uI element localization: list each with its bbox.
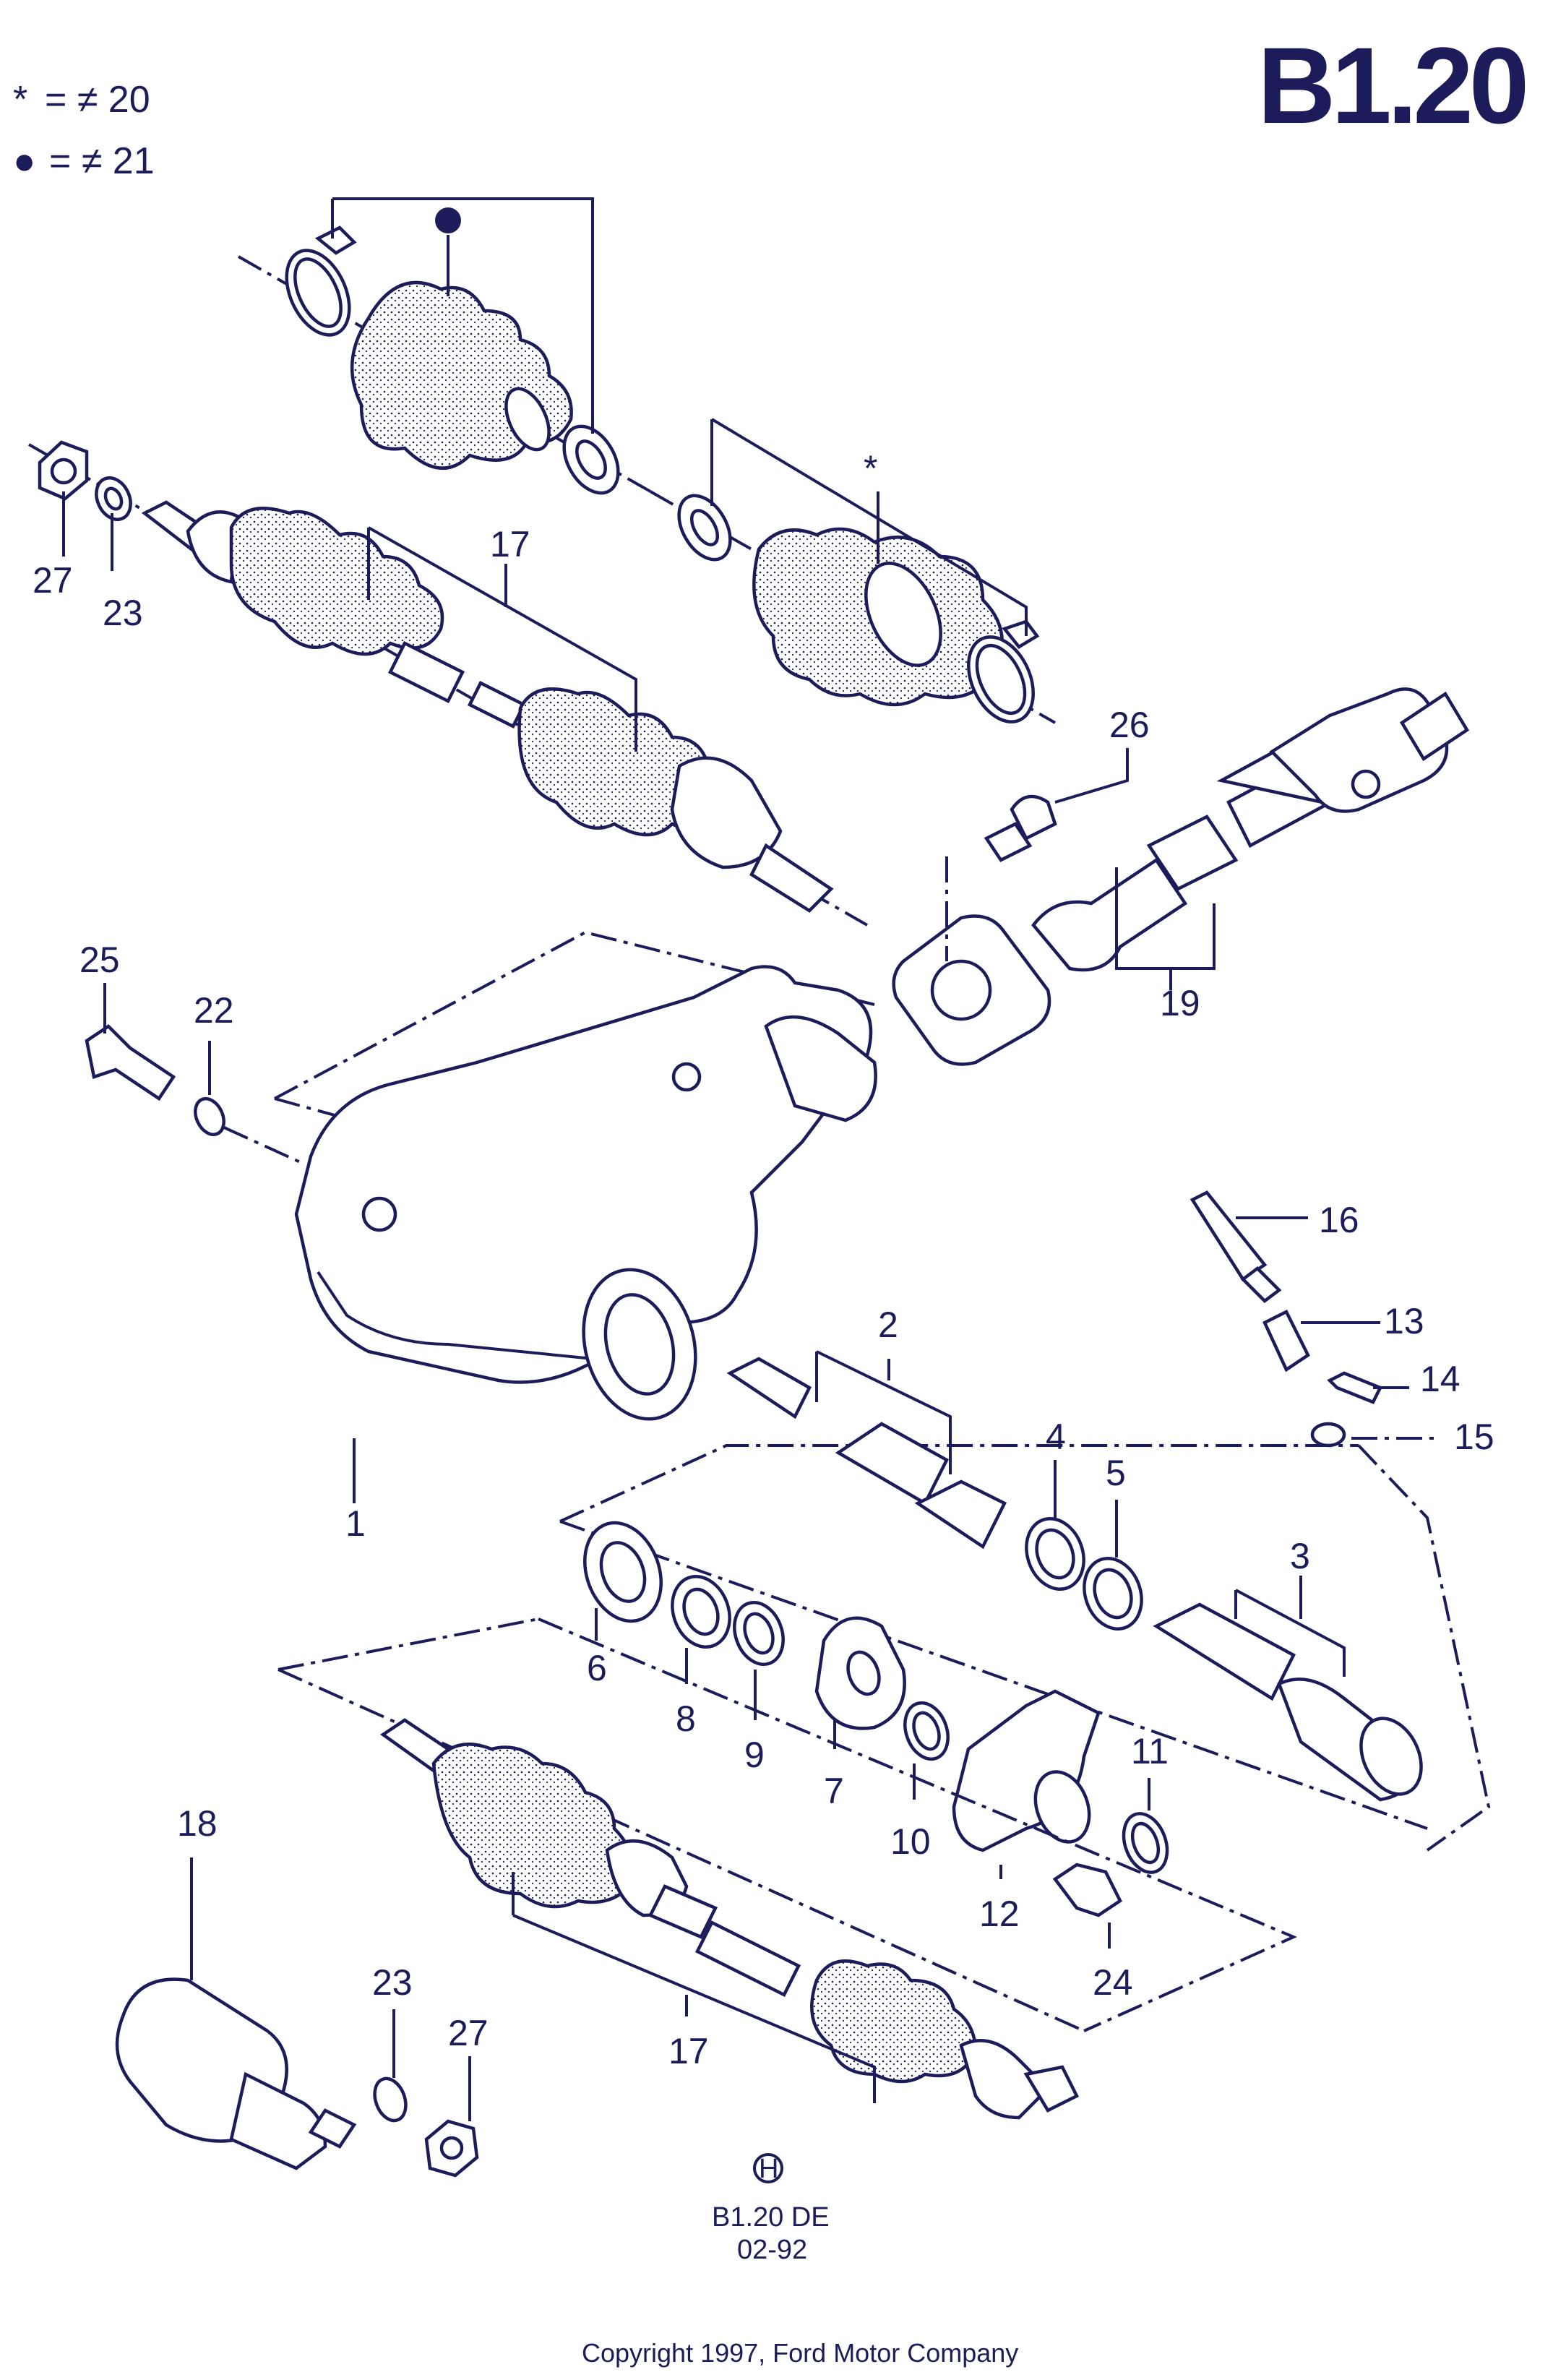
clamp-buckle xyxy=(314,225,357,255)
sensor-group: 16 13 14 15 xyxy=(1190,1190,1494,1457)
footer: H B1.20 DE 02-92 Copyright 1997, Ford Mo… xyxy=(582,2153,1018,2368)
callout-15: 15 xyxy=(1454,1417,1494,1457)
callout-22: 22 xyxy=(194,990,234,1031)
footer-code: B1.20 DE xyxy=(712,2202,830,2233)
clamp-buckle xyxy=(1002,619,1040,649)
legend-symbol-dot: ● xyxy=(13,140,35,182)
spline-stub xyxy=(1399,691,1470,762)
cv-joint-inner xyxy=(229,507,444,656)
legend-text-asterisk: = ≠ 20 xyxy=(45,79,150,121)
callout-14: 14 xyxy=(1420,1359,1460,1399)
footer-symbol: H xyxy=(759,2154,778,2184)
callout-10: 10 xyxy=(890,1821,931,1862)
page-title: B1.20 xyxy=(1257,25,1526,146)
callout-13: 13 xyxy=(1384,1301,1424,1341)
speed-sensor-16 xyxy=(1190,1190,1268,1282)
callout-26: 26 xyxy=(1109,705,1150,745)
callout-3: 3 xyxy=(1290,1536,1310,1576)
shaft-2 xyxy=(726,1357,812,1419)
callout-19: 19 xyxy=(1160,983,1200,1023)
cover-12 xyxy=(952,1689,1101,1852)
callout-16: 16 xyxy=(1319,1200,1359,1240)
drive-shaft-lower: 17 18 23 27 xyxy=(115,1618,1298,2178)
legend-text-dot: = ≠ 21 xyxy=(49,140,155,182)
cv-joint-inner xyxy=(431,1743,638,1909)
callout-1: 1 xyxy=(345,1503,366,1544)
washer-22 xyxy=(194,1096,225,1137)
bolt-14 xyxy=(1327,1371,1383,1404)
tube-3 xyxy=(1153,1602,1296,1701)
washer-23 xyxy=(373,2076,408,2123)
housing-body xyxy=(294,965,873,1384)
gear-group: 2 4 5 3 6 8 9 7 10 xyxy=(559,1305,1491,2003)
callout-5: 5 xyxy=(1106,1453,1126,1493)
callout-8: 8 xyxy=(676,1698,696,1739)
bolt-25 xyxy=(85,1024,176,1101)
callout-12: 12 xyxy=(979,1894,1020,1934)
callout-6: 6 xyxy=(587,1648,607,1688)
boot-kit-upper xyxy=(238,197,651,495)
callout-17-upper: 17 xyxy=(490,524,530,564)
callout-24: 24 xyxy=(1093,1962,1133,2003)
h-symbol-icon xyxy=(753,2153,783,2183)
callout-18: 18 xyxy=(177,1803,218,1844)
callout-7: 7 xyxy=(824,1771,844,1811)
callout-27-upper: 27 xyxy=(33,560,73,601)
callout-2: 2 xyxy=(878,1305,898,1345)
callout-27-lower: 27 xyxy=(448,2013,489,2053)
cv-joint-outer xyxy=(810,1959,978,2084)
asterisk-marker: * xyxy=(864,448,877,489)
bolt-24 xyxy=(1052,1863,1122,1917)
propeller-shaft: 19 26 xyxy=(892,687,1470,1066)
callout-25: 25 xyxy=(79,940,120,980)
callout-23-lower: 23 xyxy=(372,1962,413,2003)
copyright: Copyright 1997, Ford Motor Company xyxy=(582,2338,1018,2368)
footer-date: 02-92 xyxy=(737,2235,807,2265)
callout-9: 9 xyxy=(744,1735,765,1775)
callout-17-lower: 17 xyxy=(668,2031,709,2071)
drive-shaft-upper: 17 27 23 xyxy=(28,440,868,927)
spline-stub xyxy=(749,843,834,913)
legend-symbol-asterisk: * xyxy=(13,79,27,121)
shaft-tube xyxy=(694,1920,801,1998)
universal-joint xyxy=(1269,687,1449,813)
spline-stub xyxy=(1023,2065,1080,2113)
bolt-26 xyxy=(1010,794,1057,841)
washer-15 xyxy=(1310,1422,1346,1448)
differential-housing: 1 25 22 xyxy=(79,930,877,1544)
boot-kit-second: * xyxy=(650,418,1056,724)
callout-11: 11 xyxy=(1131,1731,1169,1771)
pinion-flange xyxy=(764,1015,877,1122)
callout-23-upper: 23 xyxy=(103,593,143,633)
callout-4: 4 xyxy=(1046,1417,1066,1457)
sensor-13 xyxy=(1262,1309,1310,1372)
legend: * = ≠ 20 ● = ≠ 21 xyxy=(13,79,155,182)
dot-marker xyxy=(435,207,461,233)
